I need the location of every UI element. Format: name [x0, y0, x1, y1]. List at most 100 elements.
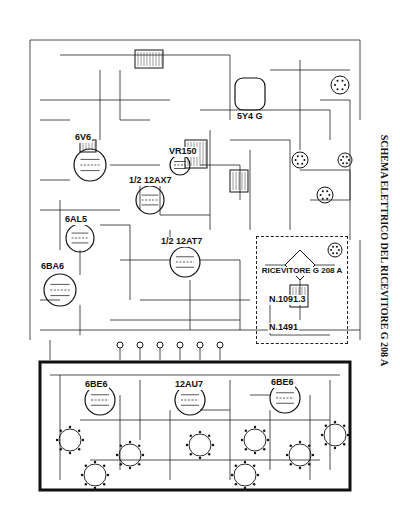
socket-pin — [341, 88, 343, 90]
wire — [40, 100, 170, 101]
wire — [250, 150, 251, 230]
wire — [40, 120, 70, 121]
switch-contact — [129, 467, 131, 469]
tube-electrode — [174, 168, 186, 169]
switch-contact — [290, 445, 292, 447]
inset-title: RICEVITORE G 208 A — [257, 267, 347, 276]
terminal — [137, 342, 143, 348]
wire — [140, 300, 250, 301]
wire — [30, 40, 31, 340]
wafer-switch — [324, 424, 346, 446]
switch-contact — [138, 445, 140, 447]
switch-contact — [94, 487, 96, 489]
wafer-switch — [59, 429, 81, 451]
wire — [140, 185, 141, 210]
socket-pin — [330, 249, 332, 251]
socket-pin — [342, 156, 344, 158]
tube-type: 6BE6 — [84, 380, 109, 390]
wire — [60, 375, 61, 480]
switch-contact — [299, 441, 301, 443]
wire — [30, 40, 360, 41]
wire — [40, 300, 60, 301]
switch-contact — [116, 454, 118, 456]
tube-type: 1/2 12AX7 — [128, 176, 173, 186]
tube-electrode — [80, 170, 99, 171]
switch-contact — [94, 461, 96, 463]
wire — [40, 180, 70, 181]
switch-contact — [245, 448, 247, 450]
switch-contact — [254, 426, 256, 428]
tube-electrode — [276, 398, 294, 399]
socket-pin — [346, 156, 348, 158]
socket-pin — [295, 159, 297, 161]
tube-electrode — [91, 394, 109, 395]
switch-contact — [286, 454, 288, 456]
tube-symbol — [170, 247, 200, 277]
connector-socket — [328, 243, 342, 257]
wire — [50, 340, 51, 360]
switch-contact — [347, 434, 349, 436]
wire — [100, 70, 101, 140]
tube-type: VR150 — [168, 147, 198, 157]
connector-socket — [331, 76, 349, 94]
wire — [90, 460, 320, 461]
switch-contact — [334, 447, 336, 449]
switch-contact — [299, 467, 301, 469]
switch-contact — [325, 425, 327, 427]
switch-contact — [120, 445, 122, 447]
switch-contact — [199, 431, 201, 433]
switch-contact — [308, 463, 310, 465]
terminal — [117, 342, 123, 348]
wire — [120, 70, 150, 120]
tube-electrode — [176, 267, 194, 268]
switch-contact — [142, 454, 144, 456]
switch-contact — [103, 465, 105, 467]
winding — [159, 52, 160, 66]
switch-contact — [78, 430, 80, 432]
socket-pin — [320, 194, 322, 196]
winding — [138, 52, 139, 66]
winding — [150, 52, 151, 66]
switch-contact — [69, 452, 71, 454]
wire — [80, 420, 330, 421]
switch-contact — [190, 453, 192, 455]
switch-contact — [78, 448, 80, 450]
switch-contact — [231, 474, 233, 476]
winding — [236, 172, 237, 190]
wire — [230, 380, 231, 480]
socket-pin — [340, 159, 342, 161]
switch-contact — [312, 454, 314, 456]
switch-contact — [60, 430, 62, 432]
socket-pin — [297, 155, 299, 157]
rf-module-frame — [40, 362, 350, 490]
tube-electrode — [174, 161, 186, 162]
wafer-switch — [119, 444, 141, 466]
tube-electrode — [91, 405, 109, 406]
socket-pin — [337, 88, 339, 90]
winding — [242, 172, 243, 190]
wire — [230, 140, 290, 230]
tube-electrode — [72, 242, 89, 243]
switch-contact — [308, 445, 310, 447]
socket-pin — [348, 159, 350, 161]
switch-contact — [82, 439, 84, 441]
socket-pin — [322, 198, 324, 200]
connector-socket — [317, 187, 333, 203]
winding — [153, 52, 154, 66]
wire — [80, 250, 81, 275]
tube-symbol — [44, 274, 76, 306]
socket-pin — [301, 163, 303, 165]
socket-pin — [337, 80, 339, 82]
switch-contact — [267, 439, 269, 441]
switch-contact — [235, 483, 237, 485]
wire — [120, 260, 170, 261]
wire — [360, 240, 361, 340]
switch-contact — [56, 439, 58, 441]
winding — [83, 142, 84, 150]
tube-symbol — [170, 155, 190, 175]
switch-contact — [263, 430, 265, 432]
wire — [100, 225, 130, 300]
wire — [240, 300, 241, 330]
switch-contact — [60, 448, 62, 450]
tube-electrode — [50, 284, 69, 285]
